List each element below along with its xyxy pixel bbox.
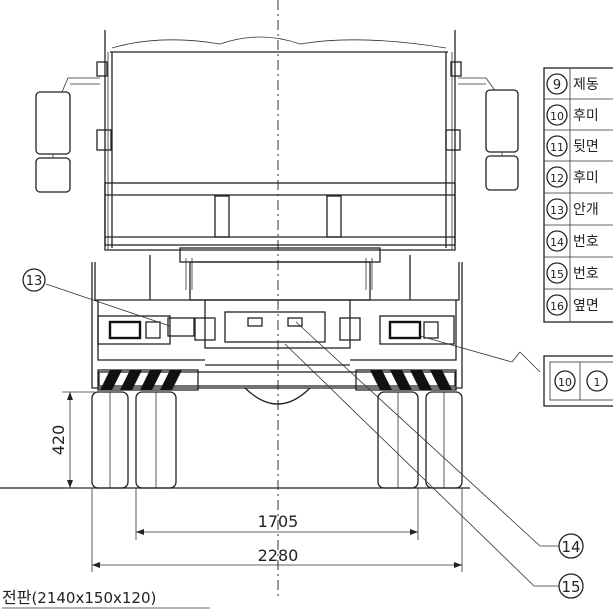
chassis bbox=[91, 247, 463, 405]
right-wheels bbox=[377, 391, 463, 489]
legend-table bbox=[543, 67, 613, 323]
callout-15 bbox=[284, 343, 584, 599]
dimension-outer-width bbox=[91, 488, 463, 572]
right-rear-lamp bbox=[379, 315, 455, 345]
legend-num-15: 15 bbox=[550, 268, 564, 281]
license-plate bbox=[224, 311, 326, 343]
legend-text-14: 번호 bbox=[573, 234, 599, 250]
legend-num-13: 13 bbox=[550, 204, 564, 217]
cargo-box bbox=[96, 30, 462, 251]
detail-num-1: 1 bbox=[594, 376, 601, 389]
legend-row-14: 14 번호 bbox=[546, 230, 599, 252]
legend-text-16: 옆면 bbox=[573, 298, 599, 314]
detail-box bbox=[419, 335, 613, 407]
legend-num-14: 14 bbox=[550, 236, 564, 249]
dimension-height bbox=[62, 391, 95, 489]
dim-inner-width-label: 1705 bbox=[258, 512, 299, 531]
left-mirror bbox=[35, 77, 100, 193]
legend-row-10: 10 후미 bbox=[546, 104, 599, 126]
callout-15-label: 15 bbox=[561, 578, 580, 596]
caption-size: (2140x150x120) bbox=[31, 589, 156, 607]
callout-13 bbox=[22, 268, 171, 327]
legend-row-15: 15 번호 bbox=[546, 262, 599, 284]
callout-14-label: 14 bbox=[561, 538, 580, 556]
callout-13-label: 13 bbox=[26, 274, 43, 289]
legend-row-16: 16 옆면 bbox=[546, 294, 599, 316]
legend-row-11: 11 뒷면 bbox=[546, 135, 599, 157]
legend-num-10: 10 bbox=[550, 110, 564, 123]
legend-row-12: 12 후미 bbox=[546, 166, 599, 188]
legend-num-12: 12 bbox=[550, 172, 564, 185]
legend-text-15: 번호 bbox=[573, 266, 599, 282]
detail-num-10: 10 bbox=[558, 376, 572, 389]
left-rear-lamp bbox=[97, 315, 195, 345]
caption-prefix: 전판 bbox=[2, 588, 32, 607]
legend-num-11: 11 bbox=[550, 141, 564, 154]
legend-text-10: 후미 bbox=[573, 108, 599, 124]
legend-num-9: 9 bbox=[553, 78, 561, 93]
legend-row-9: 9 제동 bbox=[546, 73, 599, 95]
right-reflector bbox=[355, 369, 457, 391]
dim-height-label: 420 bbox=[49, 425, 68, 456]
right-mirror bbox=[458, 77, 519, 191]
legend-text-13: 안개 bbox=[573, 202, 599, 218]
legend-row-13: 13 안개 bbox=[546, 198, 599, 220]
dimension-inner-width bbox=[135, 488, 419, 540]
caption: 전판(2140x150x120) bbox=[2, 588, 156, 607]
left-reflector bbox=[97, 369, 199, 391]
legend-text-11: 뒷면 bbox=[573, 139, 599, 155]
legend-text-12: 후미 bbox=[573, 170, 599, 186]
legend-num-16: 16 bbox=[550, 300, 564, 313]
dim-outer-width-label: 2280 bbox=[258, 546, 299, 565]
legend-text-9: 제동 bbox=[573, 77, 599, 93]
left-wheels bbox=[91, 391, 177, 489]
callout-14 bbox=[295, 321, 584, 559]
